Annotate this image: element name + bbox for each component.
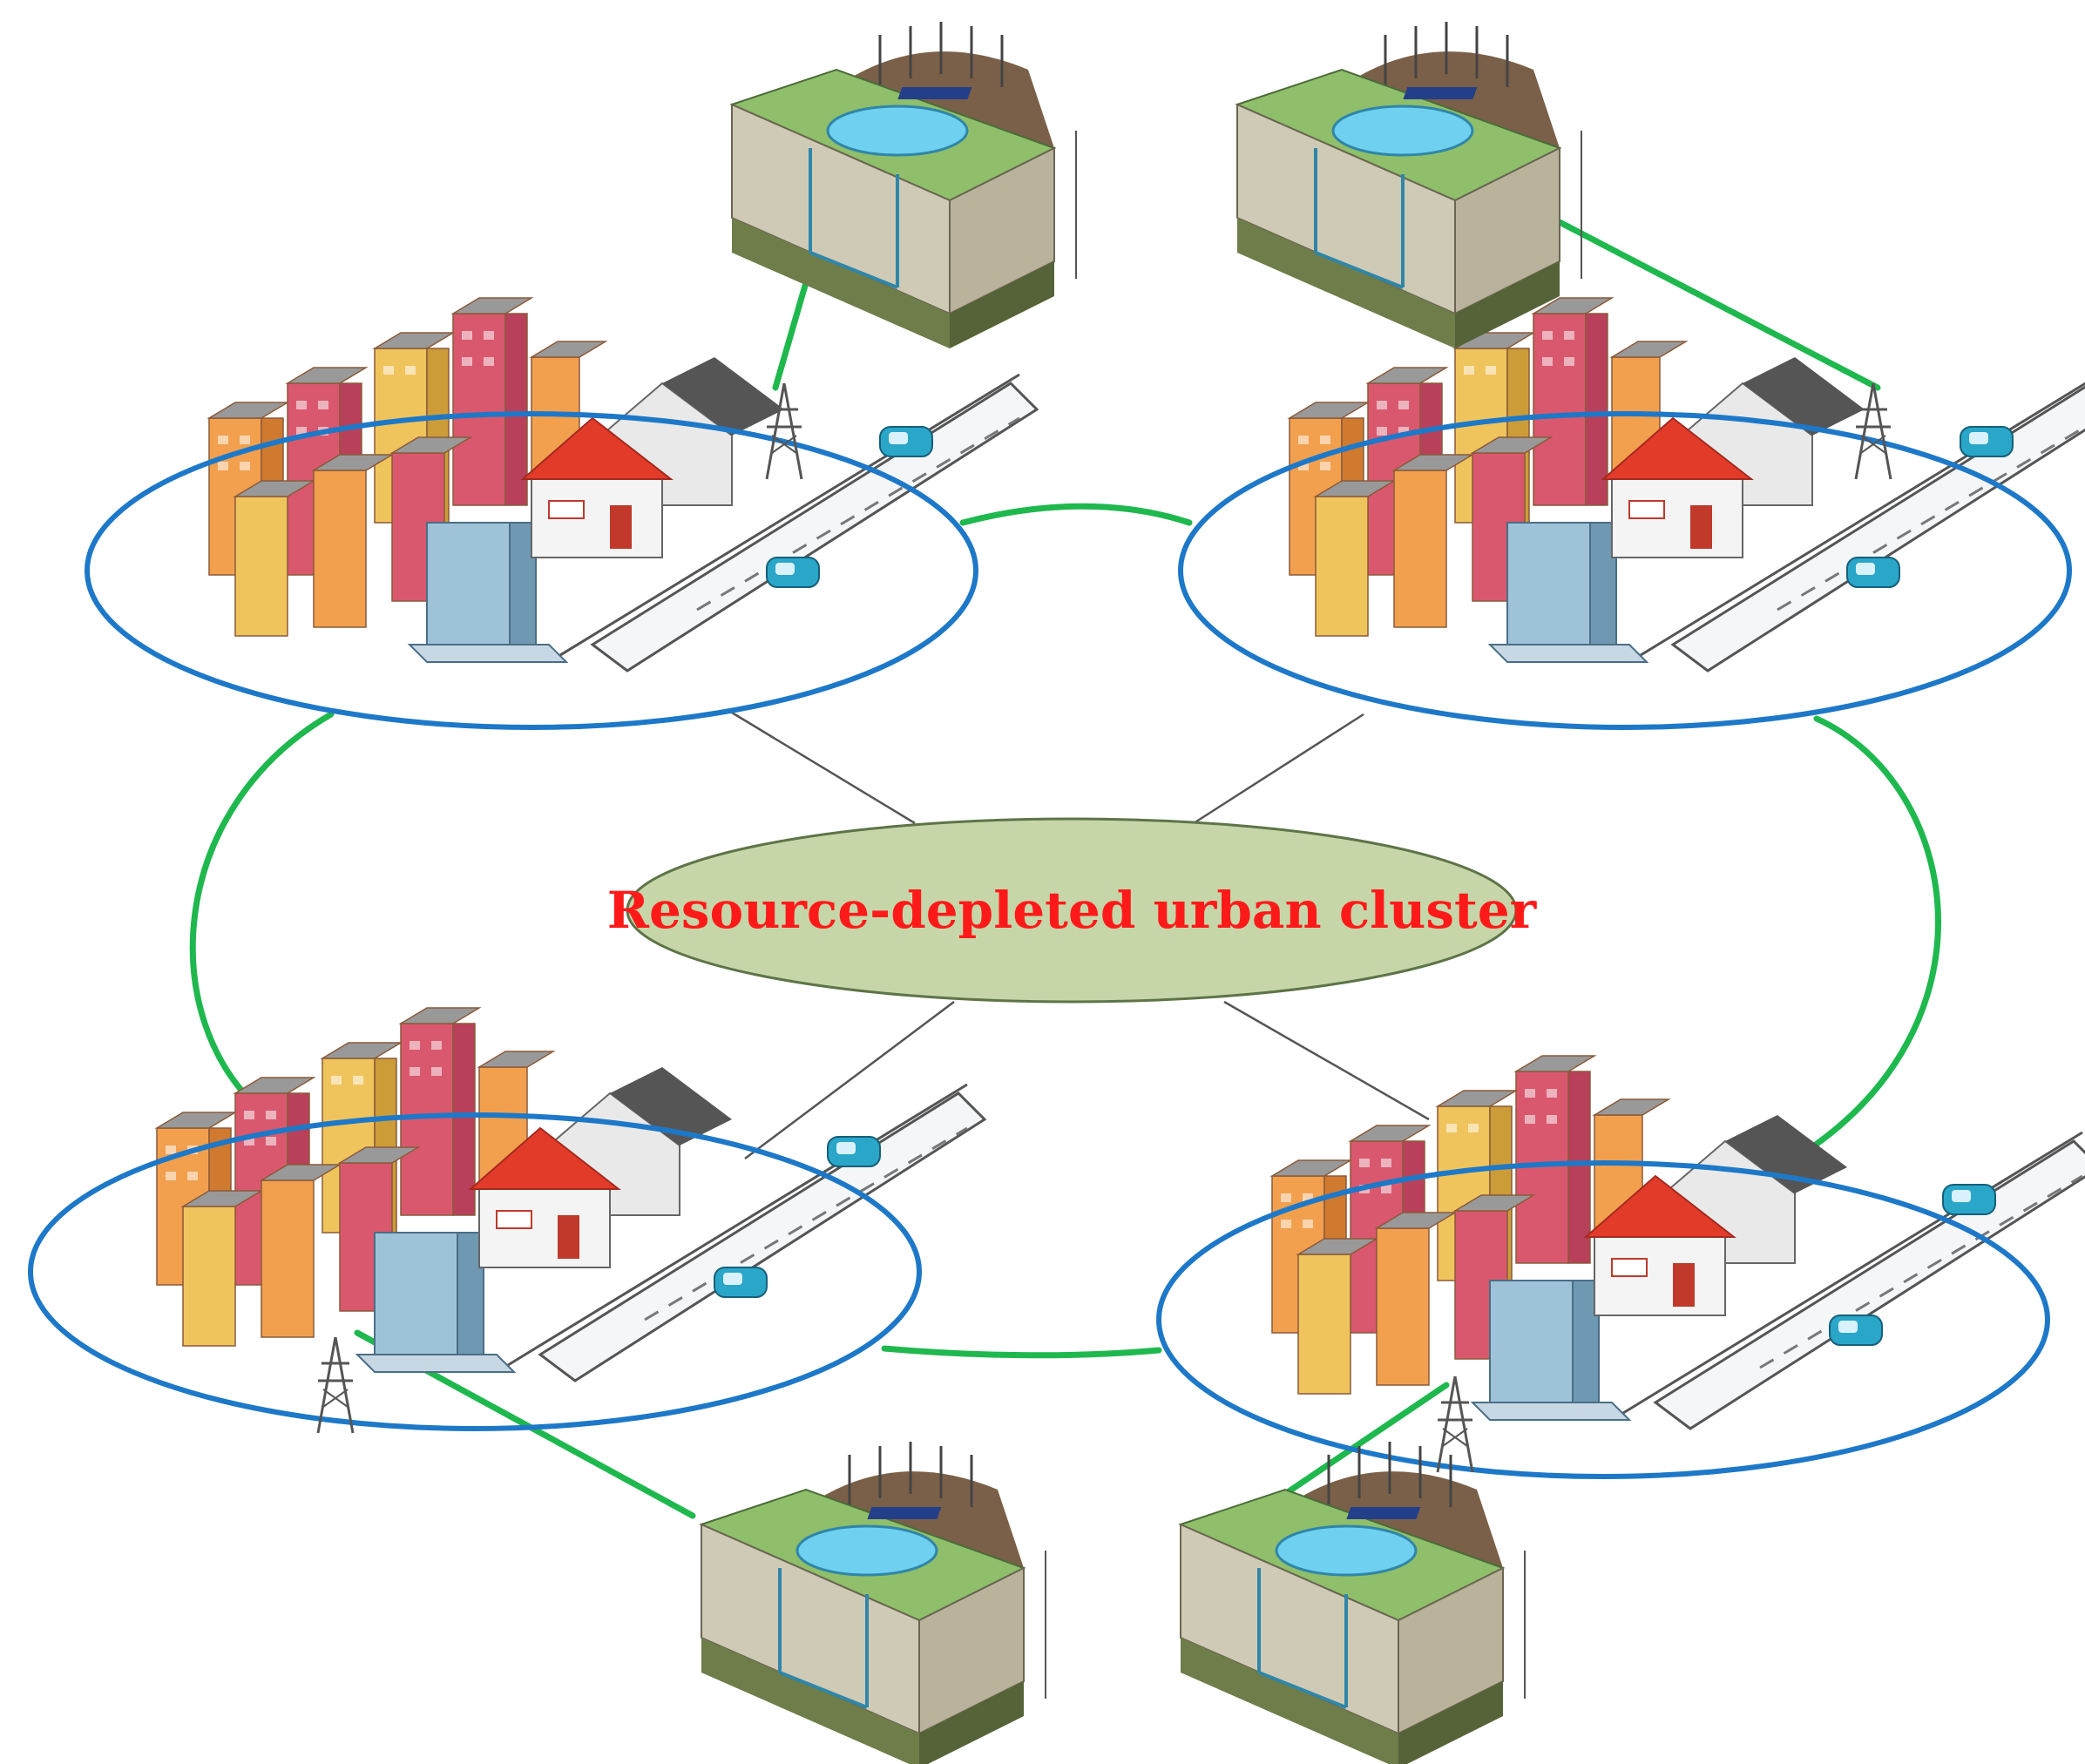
city-cluster-bottom-left — [28, 1006, 986, 1435]
spoke-bottom-right — [1223, 1000, 1430, 1121]
city-ring-top-right — [1178, 411, 2072, 730]
green-link-top — [959, 503, 1193, 526]
city-cluster-icon — [1270, 1054, 2085, 1430]
power-tower-icon — [765, 382, 803, 481]
center-label: Resource-depleted urban cluster — [607, 881, 1538, 940]
city-cluster-icon — [1288, 296, 2085, 672]
city-ring-bottom-right — [1156, 1160, 2050, 1479]
city-cluster-top-right — [1178, 296, 2085, 730]
power-tower-icon — [1854, 382, 1892, 481]
center-node: Resource-depleted urban cluster — [607, 817, 1538, 1004]
mining-site-block-icon — [1235, 20, 1583, 350]
center-spoke-group — [727, 708, 1430, 1159]
center-ellipse — [626, 817, 1518, 1004]
mining-site-block-icon — [700, 1440, 1047, 1764]
green-link-left-arc — [189, 711, 335, 1114]
mining-site-block-icon — [1179, 1440, 1527, 1764]
spoke-top-right — [1193, 713, 1364, 825]
city-ring-top-left — [85, 411, 978, 730]
city-cluster-top-left — [85, 296, 1039, 730]
green-link-mine-top-right — [1556, 219, 1881, 391]
spoke-bottom-left — [744, 1001, 955, 1159]
city-cluster-icon — [207, 296, 1039, 672]
green-link-right-arc — [1791, 715, 1941, 1162]
green-link-bottom — [881, 1345, 1162, 1359]
city-ring-bottom-left — [28, 1112, 922, 1431]
green-link-mine-bottom-right — [1269, 1382, 1450, 1506]
spoke-top-left — [727, 708, 916, 825]
mining-site-block-icon — [730, 20, 1078, 350]
city-cluster-bottom-right — [1156, 1054, 2085, 1479]
